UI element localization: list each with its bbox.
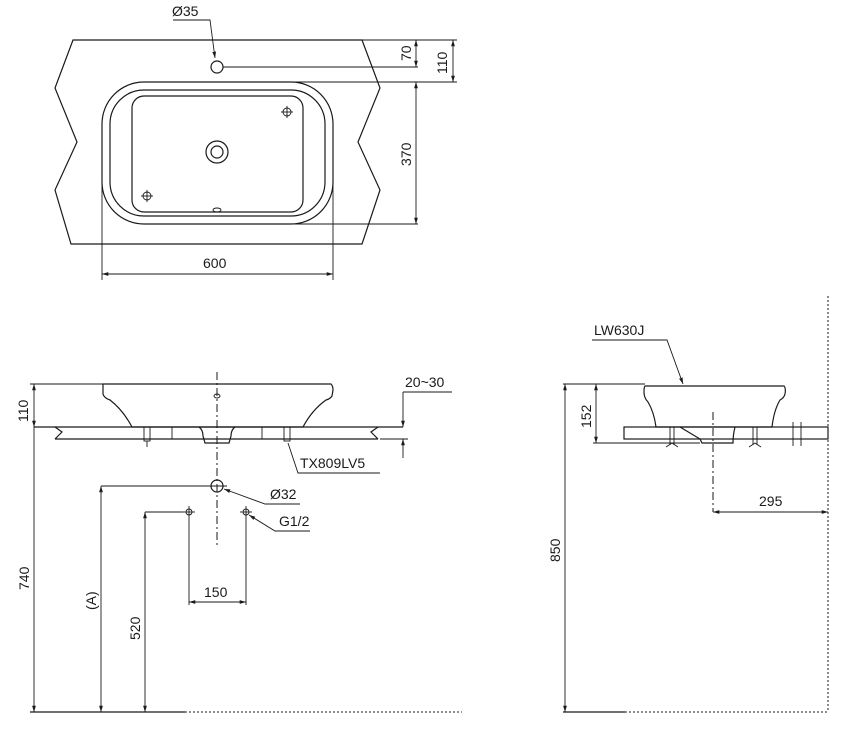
fixing-kit-leader xyxy=(287,442,380,474)
tap-hole-diameter: Ø35 xyxy=(172,3,199,19)
model-leader xyxy=(592,339,684,385)
supply-left-icon xyxy=(183,506,195,518)
dim-supply-height: 520 xyxy=(127,616,143,640)
fixing-hole-icon xyxy=(281,106,293,118)
basin-profile xyxy=(102,383,334,428)
bowl-outer-rim xyxy=(101,81,334,225)
model-label: LW630J xyxy=(594,322,644,338)
dim-bowl-offset: 110 xyxy=(434,51,450,74)
fixing-bolt-icon xyxy=(748,427,762,448)
tap-hole xyxy=(210,60,224,74)
dim-side-basin-height: 152 xyxy=(578,404,594,428)
fixing-bolt-icon xyxy=(283,426,291,442)
fixing-hole-icon xyxy=(141,190,153,202)
dim-counter-thickness: 20~30 xyxy=(405,374,445,390)
fixing-bolt-icon xyxy=(143,426,151,447)
dim-tap-hole-offset: 70 xyxy=(398,45,414,61)
dim-supply-spacing: 150 xyxy=(204,584,228,600)
supply-right-icon xyxy=(240,506,252,518)
dim-counter-height: 740 xyxy=(16,566,32,590)
fixing-kit-label: TX809LV5 xyxy=(300,455,365,471)
dim-bowl-width: 600 xyxy=(203,255,227,271)
fixing-bolt-icon xyxy=(665,427,679,448)
side-elevation: LW630J 152 295 850 xyxy=(547,296,829,713)
waste-diameter: Ø32 xyxy=(270,486,297,502)
plan-view: Ø35 70 110 370 600 xyxy=(54,3,457,280)
overflow-slot xyxy=(212,207,222,213)
bowl-inner-rim xyxy=(109,89,326,217)
dim-front-basin-height: 110 xyxy=(15,399,31,422)
front-elevation: 110 20~30 TX809LV5 Ø32 G1/2 xyxy=(15,372,462,713)
dim-waste-height: (A) xyxy=(83,591,99,610)
drain-inner xyxy=(210,145,224,159)
dim-bowl-depth: 370 xyxy=(398,142,414,166)
dim-rim-height: 850 xyxy=(547,538,563,562)
drain-outer xyxy=(205,140,229,164)
tap-hole-leader xyxy=(173,19,217,59)
side-basin-profile xyxy=(643,385,786,428)
bowl-basin xyxy=(131,95,304,213)
dim-wall-offset: 295 xyxy=(759,493,783,509)
countertop-outline xyxy=(54,39,381,245)
side-countertop xyxy=(623,426,829,440)
supply-thread: G1/2 xyxy=(279,513,310,529)
